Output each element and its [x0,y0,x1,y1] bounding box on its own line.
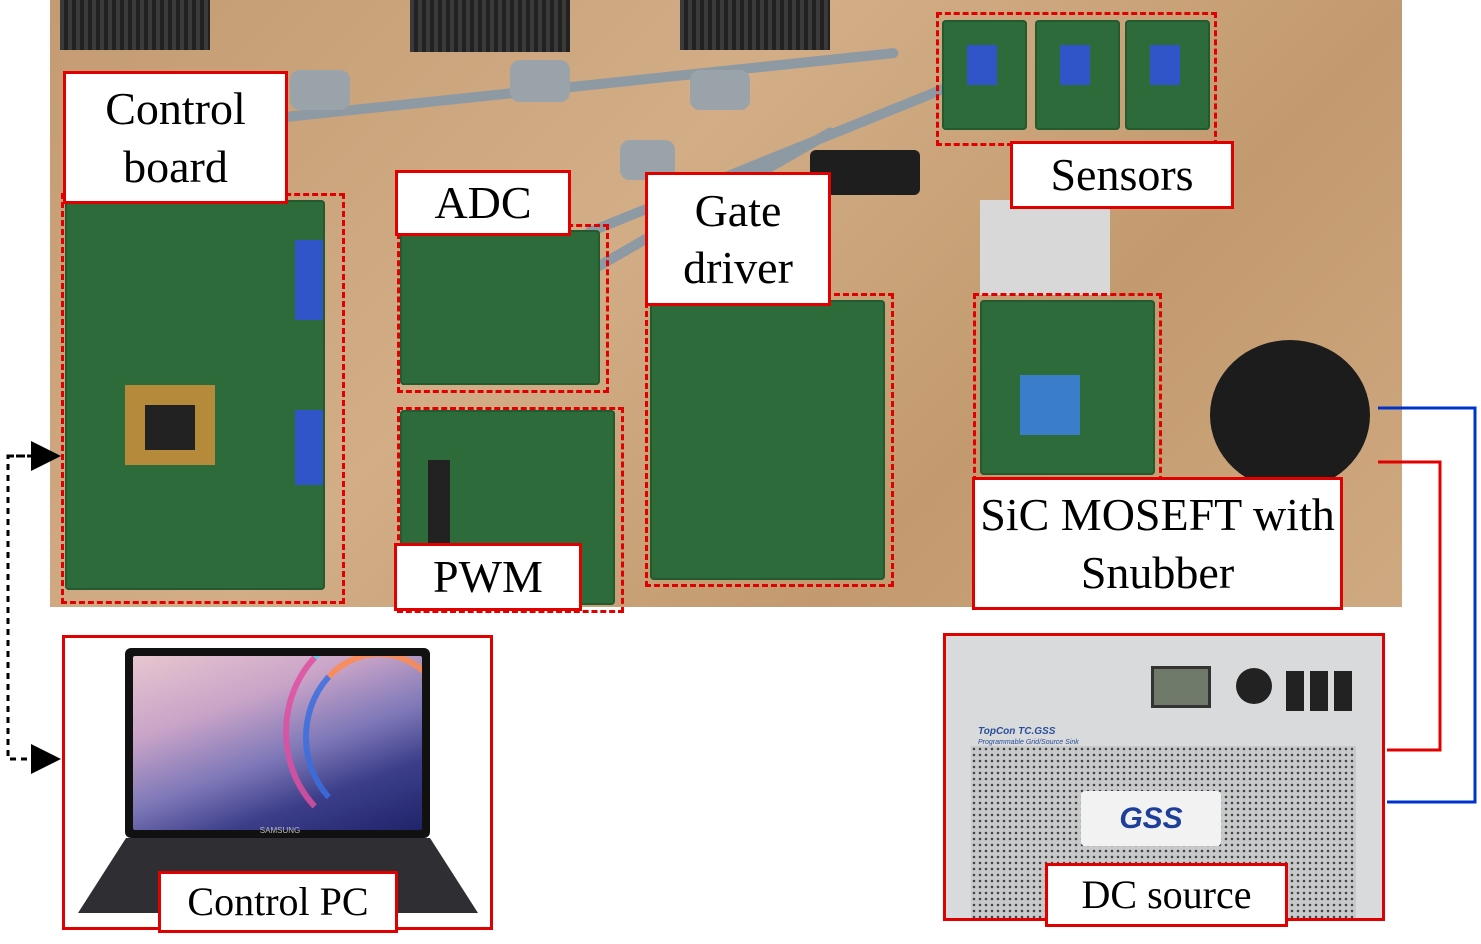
label-dc-source: DC source [1045,863,1288,927]
adc-pcb [400,230,600,385]
power-supply-1 [60,0,210,50]
laptop-screen [125,648,430,838]
dc-display [1151,666,1211,708]
sic-mosfet-pcb [980,300,1155,475]
wallpaper-swirl [303,656,422,823]
sensor-pcb [1125,20,1210,130]
snubber-capacitor [1020,375,1080,435]
connector [428,460,450,550]
gss-logo-plate: GSS [1081,791,1221,846]
power-supply-2 [410,0,570,52]
sensor-chip [1060,45,1090,85]
sensor-pcb [1035,20,1120,130]
fpga-chip [145,405,195,450]
connector [295,410,323,485]
pwm-region [397,407,624,613]
dc-source-frame: TopCon TC.GSS Programmable Grid/Source S… [943,633,1385,921]
wallpaper-swirl [283,656,422,830]
sensor-pcb [942,20,1027,130]
dc-negative-wire [1378,406,1477,804]
label-sensors: Sensors [1010,141,1234,209]
sensor-chip [1150,45,1180,85]
dc-buttons [1286,671,1356,711]
ferrite-core [690,70,750,110]
dc-knob [1236,668,1272,704]
control-board-pcb [65,200,325,590]
laptop-brand: SAMSUNG [259,826,301,835]
power-supply-3 [680,0,830,50]
laptop-wallpaper [133,656,422,830]
ferrite-core [510,60,570,102]
ferrite-core [290,70,350,110]
label-pwm: PWM [394,543,582,611]
comm-link-line [6,454,61,774]
heatsink [980,200,1110,295]
sensor-chip [967,45,997,85]
label-gate-driver: Gate driver [645,172,831,306]
dc-positive-wire [1378,460,1442,752]
dc-link-capacitor [1210,340,1370,490]
label-control-board: Control board [63,71,288,204]
gss-logo: GSS [1119,801,1183,835]
gate-driver-pcb [650,300,885,580]
connector [295,240,323,320]
label-sic-mosfet: SiC MOSEFT with Snubber [972,477,1343,610]
label-control-pc: Control PC [158,871,398,933]
dc-model-text: TopCon TC.GSS [978,726,1056,737]
dc-subtitle-text: Programmable Grid/Source Sink [978,739,1079,746]
label-adc: ADC [395,170,571,236]
